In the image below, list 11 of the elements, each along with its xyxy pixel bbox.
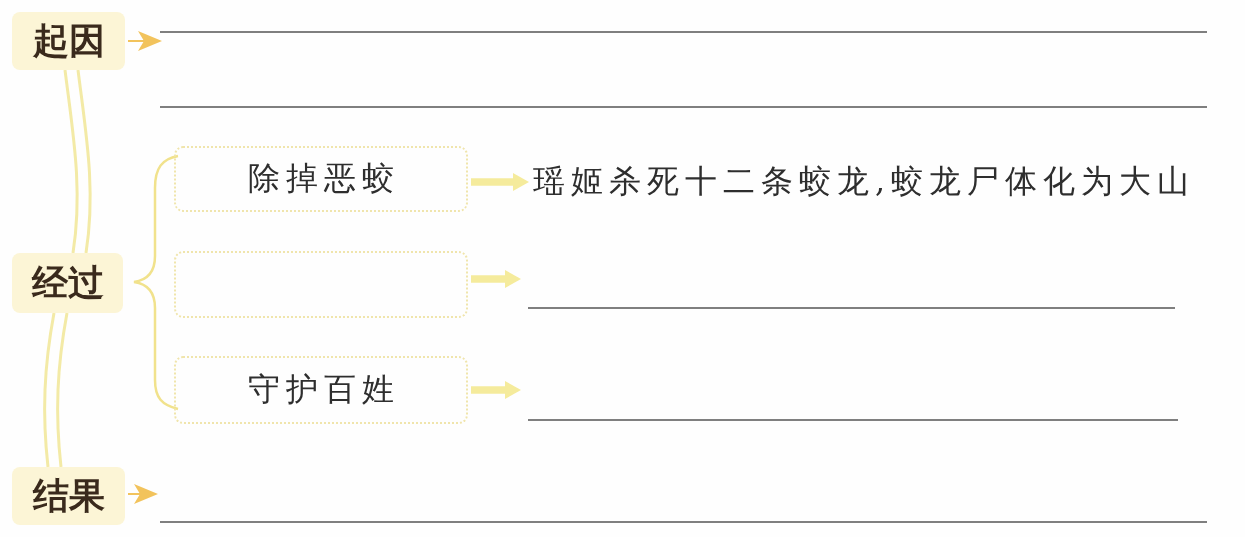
label-box: 起因 — [12, 12, 125, 70]
arrow — [127, 484, 158, 504]
arrow — [127, 31, 162, 51]
label-box: 结果 — [12, 467, 125, 525]
double-line — [63, 68, 92, 255]
answer-text: 瑶姬杀死十二条蛟龙,蛟龙尸体化为大山 — [533, 160, 1223, 204]
text-box: 除掉恶蛟 — [174, 146, 468, 212]
double-line — [43, 311, 69, 469]
text-box: 守护百姓 — [174, 356, 468, 424]
label-box: 经过 — [12, 253, 123, 313]
empty-box — [174, 251, 468, 318]
